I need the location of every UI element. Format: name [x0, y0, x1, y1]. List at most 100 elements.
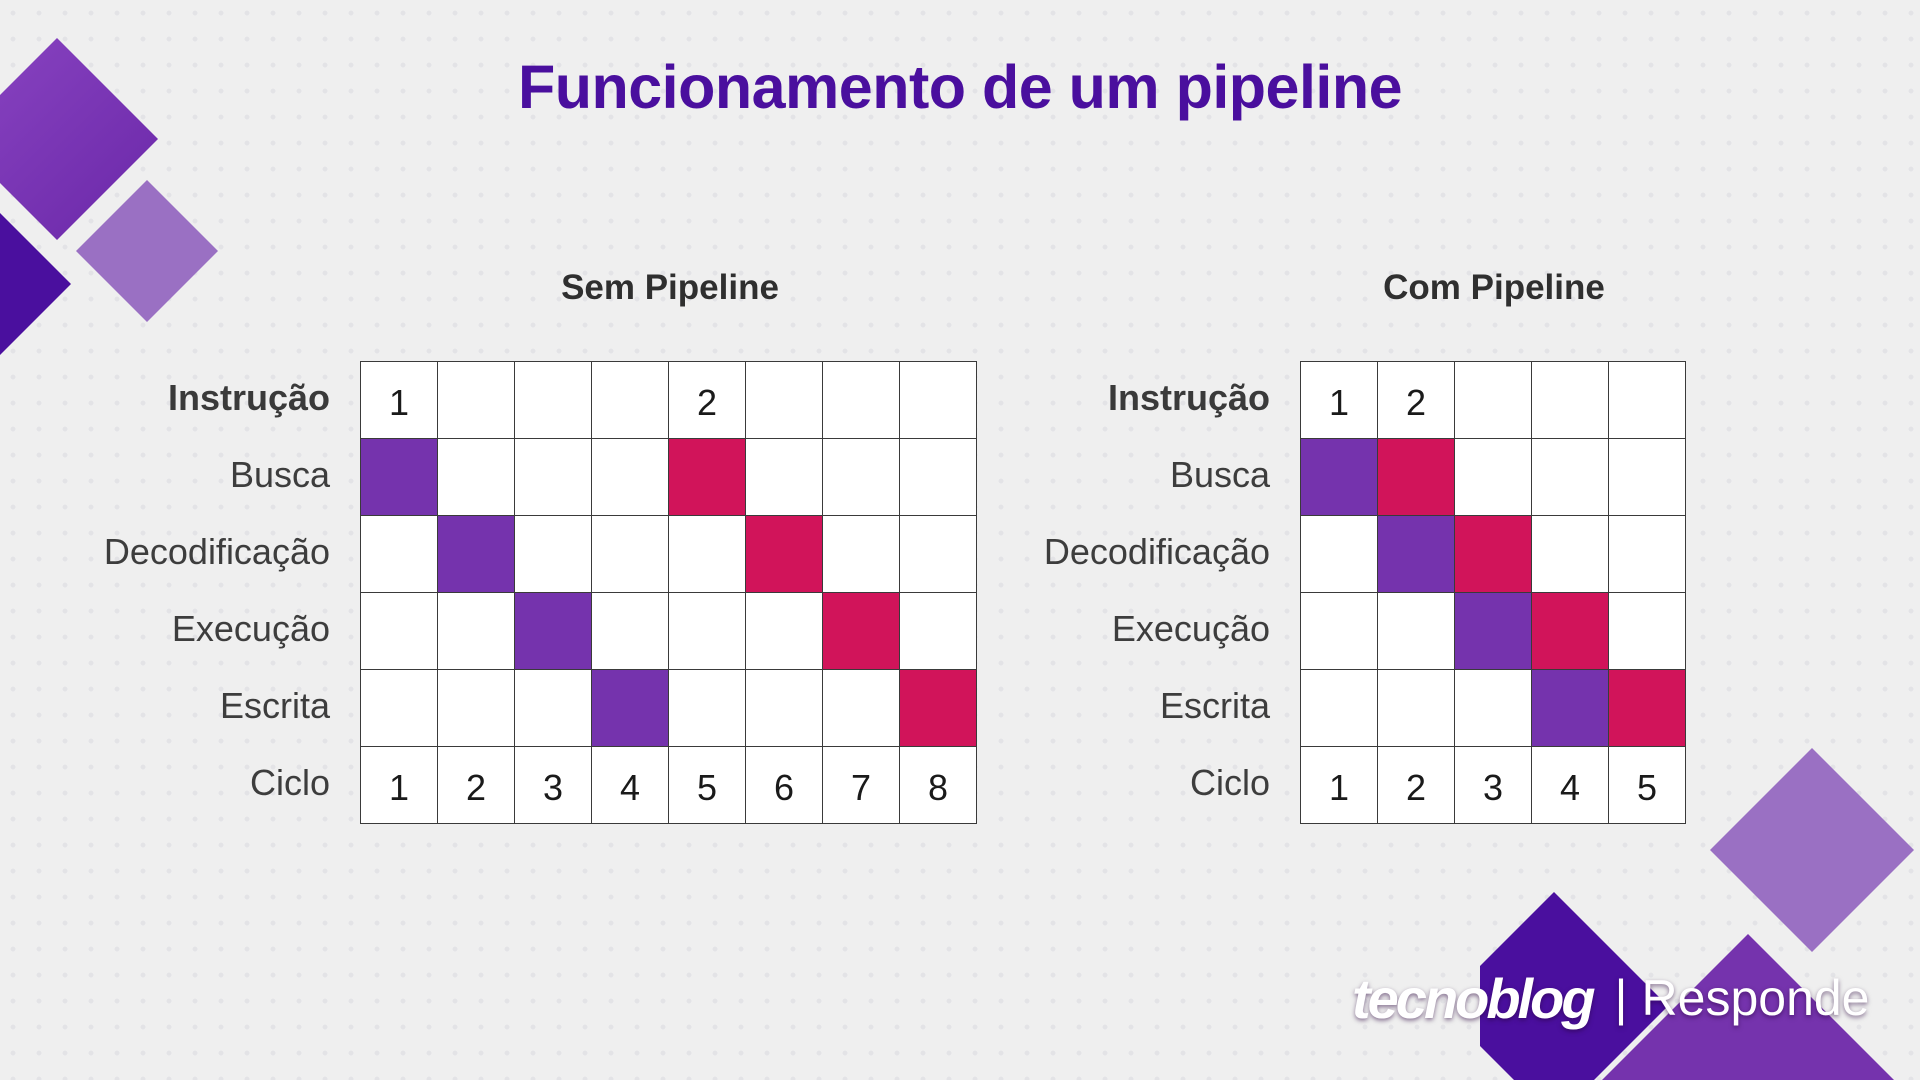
stage-cell-execucao — [1378, 593, 1455, 670]
panel-title-com-pipeline: Com Pipeline — [1383, 268, 1605, 307]
stage-cell-decodificacao — [592, 516, 669, 593]
stage-cell-escrita — [1301, 670, 1378, 747]
stage-cell-decodificacao — [1455, 516, 1532, 593]
stage-cell-escrita — [823, 670, 900, 747]
stage-cell-execucao — [1301, 593, 1378, 670]
stage-cell-execucao — [592, 593, 669, 670]
cycle-cell: 2 — [1378, 747, 1455, 824]
row-label-busca: Busca — [1169, 454, 1270, 495]
cycle-cell: 2 — [438, 747, 515, 824]
row-label-execucao: Execução — [171, 608, 330, 649]
logo-brand: tecnoblog — [1352, 966, 1596, 1030]
stage-cell-busca — [515, 439, 592, 516]
stage-cell-execucao — [900, 593, 977, 670]
cycle-cell: 4 — [592, 747, 669, 824]
row-label-ciclo: Ciclo — [1189, 762, 1270, 803]
instruction-cell — [438, 362, 515, 439]
instruction-cell — [515, 362, 592, 439]
instruction-cell — [900, 362, 977, 439]
stage-cell-escrita — [515, 670, 592, 747]
instruction-cell: 1 — [361, 362, 438, 439]
cycle-cell: 3 — [1455, 747, 1532, 824]
instruction-cell: 1 — [1301, 362, 1378, 439]
stage-cell-busca — [1532, 439, 1609, 516]
stage-cell-execucao — [746, 593, 823, 670]
row-label-instrucao: Instrução — [167, 377, 330, 418]
stage-cell-escrita — [669, 670, 746, 747]
decorative-diamonds-top-left — [0, 38, 218, 355]
stage-cell-busca — [669, 439, 746, 516]
stage-cell-busca — [823, 439, 900, 516]
stage-cell-decodificacao — [1532, 516, 1609, 593]
stage-cell-escrita — [1532, 670, 1609, 747]
panel-title-sem-pipeline: Sem Pipeline — [561, 268, 779, 307]
stage-cell-busca — [900, 439, 977, 516]
stage-cell-decodificacao — [1301, 516, 1378, 593]
instruction-cell: 2 — [1378, 362, 1455, 439]
stage-cell-busca — [438, 439, 515, 516]
stage-cell-escrita — [438, 670, 515, 747]
stage-cell-escrita — [592, 670, 669, 747]
logo-section: Responde — [1641, 970, 1870, 1026]
row-label-instrucao: Instrução — [1107, 377, 1270, 418]
stage-cell-busca — [1301, 439, 1378, 516]
stage-cell-decodificacao — [515, 516, 592, 593]
stage-cell-execucao — [515, 593, 592, 670]
cycle-cell: 4 — [1532, 747, 1609, 824]
cycle-cell: 5 — [1609, 747, 1686, 824]
stage-cell-escrita — [1609, 670, 1686, 747]
instruction-cell — [1532, 362, 1609, 439]
instruction-cell — [746, 362, 823, 439]
stage-cell-decodificacao — [823, 516, 900, 593]
tecnoblog-responde-logo: tecnoblog | Responde — [1352, 958, 1870, 1038]
stage-cell-execucao — [823, 593, 900, 670]
stage-cell-decodificacao — [746, 516, 823, 593]
row-label-execucao: Execução — [1111, 608, 1270, 649]
cycle-cell: 3 — [515, 747, 592, 824]
instruction-cell: 2 — [669, 362, 746, 439]
cycle-cell: 1 — [361, 747, 438, 824]
stage-cell-escrita — [900, 670, 977, 747]
stage-cell-busca — [592, 439, 669, 516]
row-label-decodificacao: Decodificação — [103, 531, 330, 572]
row-label-decodificacao: Decodificação — [1043, 531, 1270, 572]
instruction-cell — [1609, 362, 1686, 439]
cycle-cell: 1 — [1301, 747, 1378, 824]
stage-cell-decodificacao — [361, 516, 438, 593]
row-label-escrita: Escrita — [219, 685, 330, 726]
stage-cell-decodificacao — [1378, 516, 1455, 593]
stage-cell-busca — [1378, 439, 1455, 516]
stage-cell-decodificacao — [669, 516, 746, 593]
decorative-diamonds-bottom-right — [1480, 748, 1914, 1080]
stage-cell-execucao — [438, 593, 515, 670]
stage-cell-decodificacao — [438, 516, 515, 593]
row-label-ciclo: Ciclo — [249, 762, 330, 803]
stage-cell-busca — [1609, 439, 1686, 516]
stage-cell-escrita — [746, 670, 823, 747]
stage-cell-busca — [746, 439, 823, 516]
stage-cell-decodificacao — [900, 516, 977, 593]
cycle-cell: 7 — [823, 747, 900, 824]
stage-cell-escrita — [1378, 670, 1455, 747]
cycle-cell: 5 — [669, 747, 746, 824]
logo-separator: | — [1614, 970, 1628, 1026]
stage-cell-execucao — [361, 593, 438, 670]
page-title: Funcionamento de um pipeline — [517, 53, 1403, 121]
instruction-cell — [592, 362, 669, 439]
row-label-busca: Busca — [229, 454, 330, 495]
row-label-escrita: Escrita — [1159, 685, 1270, 726]
stage-cell-execucao — [669, 593, 746, 670]
stage-cell-execucao — [1532, 593, 1609, 670]
cycle-cell: 8 — [900, 747, 977, 824]
stage-cell-busca — [361, 439, 438, 516]
stage-cell-decodificacao — [1609, 516, 1686, 593]
stage-cell-execucao — [1609, 593, 1686, 670]
instruction-cell — [1455, 362, 1532, 439]
stage-cell-escrita — [361, 670, 438, 747]
stage-cell-execucao — [1455, 593, 1532, 670]
stage-cell-escrita — [1455, 670, 1532, 747]
cycle-cell: 6 — [746, 747, 823, 824]
stage-cell-busca — [1455, 439, 1532, 516]
